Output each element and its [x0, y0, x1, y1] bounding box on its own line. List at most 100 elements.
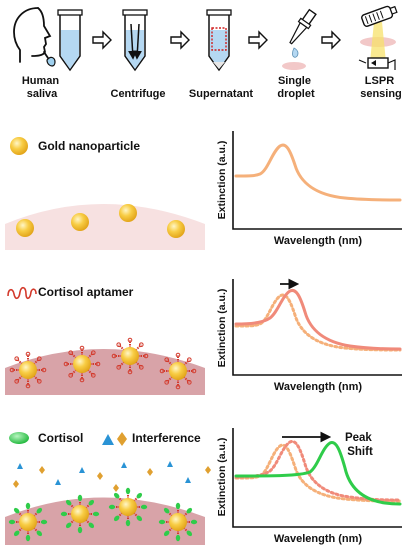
- gold-nanoparticle-icon: [10, 137, 28, 155]
- gold-nanoparticle: [121, 347, 139, 365]
- gold-nanoparticle: [169, 513, 187, 531]
- aptamer-loop: [95, 361, 101, 367]
- axis: [232, 428, 402, 528]
- cortisol-molecule: [36, 530, 43, 537]
- aptamer-strand: [67, 501, 76, 510]
- interference-triangle: [79, 467, 85, 473]
- cortisol-molecule: [140, 504, 148, 510]
- cortisol-icon: [9, 432, 29, 444]
- aptamer-strand: [132, 511, 141, 520]
- supernatant-tube-icon: [206, 9, 232, 72]
- aptamer-loop: [79, 345, 85, 351]
- spectrum-curve-cortisol: [234, 441, 402, 506]
- aptamer-strand: [165, 358, 174, 367]
- interference-diamond: [147, 468, 153, 476]
- spectrum-curve-bare: [234, 143, 402, 202]
- cortisol-molecule: [158, 519, 166, 525]
- interference-triangle: [121, 462, 127, 468]
- aptamer-loop: [9, 367, 15, 373]
- cortisol-molecule: [88, 522, 95, 529]
- cortisol-molecule: [186, 507, 193, 514]
- aptamer-strand: [32, 357, 41, 366]
- chart-cortisol: Extinction (a.u.) Wavelength (nm) Peak S…: [216, 428, 402, 545]
- cortisol-molecule: [136, 492, 143, 499]
- cortisol-molecule: [25, 502, 31, 510]
- step-label-lspr: LSPR sensing: [360, 75, 402, 100]
- aptamer-coil-icon: [7, 286, 37, 300]
- aptamer-strand: [32, 374, 41, 383]
- human-head-icon: [13, 7, 53, 65]
- interference-triangle: [167, 461, 173, 467]
- gold-nanoparticle: [73, 355, 91, 373]
- aptamer-loop: [159, 368, 165, 374]
- aptamer-strand: [86, 351, 95, 360]
- aptamer-loop: [187, 357, 192, 362]
- saliva-drop-icon: [46, 56, 56, 67]
- functionalized-nanoparticle: [108, 487, 148, 527]
- cortisol-molecule: [175, 534, 181, 542]
- spectrum-curve-bare-dotted: [234, 443, 402, 503]
- lspr-sensing-setup-icon: [358, 5, 398, 70]
- step-label-saliva: Human saliva: [22, 75, 62, 100]
- cortisol-molecule: [113, 492, 120, 499]
- aptamer-strand: [84, 501, 93, 510]
- gold-nanoparticle: [71, 213, 89, 231]
- aptamer-loop: [68, 373, 73, 378]
- aptamer-strand: [69, 351, 78, 360]
- droplet-on-chip-icon: [282, 62, 306, 70]
- aptamer-strand: [115, 494, 124, 503]
- aptamer-loop: [139, 365, 144, 370]
- aptamer-loop: [175, 384, 181, 390]
- y-axis-label: Extinction (a.u.): [216, 289, 228, 368]
- y-axis-label: Extinction (a.u.): [216, 141, 228, 220]
- aptamer-strand: [165, 509, 174, 518]
- cortisol-molecule: [125, 519, 131, 527]
- aptamer-loop: [91, 350, 96, 355]
- cortisol-molecule: [36, 507, 43, 514]
- functionalized-nanoparticle: [158, 502, 198, 542]
- aptamer-loop: [127, 369, 133, 375]
- legend-cortisol-aptamer: Cortisol aptamer: [38, 285, 134, 299]
- aptamer-strand: [182, 375, 191, 384]
- aptamer-strand: [69, 368, 78, 377]
- interference-diamond: [13, 480, 19, 488]
- spectrum-curve-aptamer: [234, 288, 402, 351]
- droplet-aptamer: [5, 349, 205, 395]
- aptamer-strand: [67, 518, 76, 527]
- aptamer-strand: [32, 509, 41, 518]
- aptamer-strand: [165, 375, 174, 384]
- aptamer-loop: [14, 379, 19, 384]
- aptamer-strand: [182, 526, 191, 535]
- y-axis-label: Extinction (a.u.): [216, 438, 228, 517]
- aptamer-strand: [182, 358, 191, 367]
- interference-molecules: [13, 461, 211, 492]
- aptamer-strand: [15, 526, 24, 535]
- flow-arrow-icon: [321, 30, 341, 50]
- aptamer-loop: [91, 373, 96, 378]
- aptamer-strand: [86, 368, 95, 377]
- functionalized-nanoparticle: [63, 345, 101, 383]
- gold-nanoparticle: [119, 498, 137, 516]
- gold-nanoparticle: [169, 362, 187, 380]
- interference-diamond: [39, 466, 45, 474]
- cortisol-molecule: [190, 519, 198, 525]
- droplet-bare: [5, 204, 205, 250]
- spectrum-curve-bare-dotted: [234, 293, 402, 352]
- aptamer-strand: [117, 360, 126, 369]
- panel-cortisol: Cortisol Interference Extinction (a.u.) …: [5, 428, 402, 545]
- interference-triangle: [55, 479, 61, 485]
- gold-nanoparticle: [19, 361, 37, 379]
- gold-nanoparticle: [71, 505, 89, 523]
- functionalized-nanoparticle: [9, 351, 47, 389]
- cortisol-molecule: [163, 507, 170, 514]
- chart-bare: Extinction (a.u.) Wavelength (nm): [216, 131, 402, 247]
- legend-gold-nanoparticle: Gold nanoparticle: [38, 139, 140, 153]
- cortisol-molecule: [25, 534, 31, 542]
- droplet-cortisol: [5, 497, 205, 545]
- step-label-centrifuge: Centrifuge: [111, 88, 166, 100]
- aptamer-strand: [15, 374, 24, 383]
- interference-triangle-icon: [102, 434, 114, 445]
- cortisol-molecule: [88, 499, 95, 506]
- peak-shift-label: Peak Shift: [345, 432, 375, 458]
- aptamer-strand: [134, 360, 143, 369]
